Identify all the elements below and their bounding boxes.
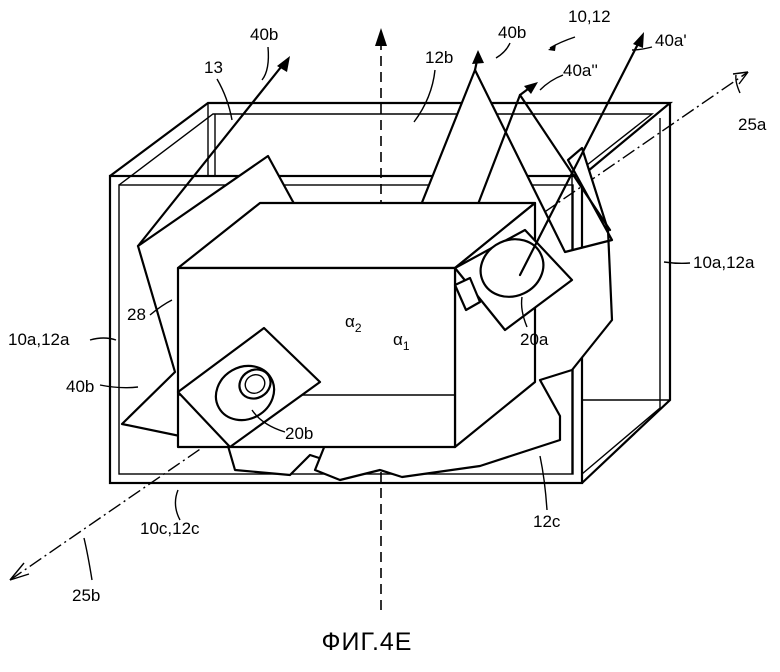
label-10a12a-right: 10a,12a (693, 253, 755, 272)
ray-40b-top (136, 60, 287, 248)
vertical-axis-arrowhead (375, 28, 387, 46)
leader-lines (83, 36, 741, 581)
label-28: 28 (127, 305, 146, 324)
label-40a-prime: 40a' (655, 31, 687, 50)
leader-10a12a-right (663, 261, 691, 265)
leader-10c12c (174, 489, 181, 521)
light-ray-arrows (136, 32, 644, 277)
leader-20a (520, 296, 528, 328)
alpha2-symbol: α (345, 312, 355, 331)
label-40b-top: 40b (250, 25, 278, 44)
label-13: 13 (204, 58, 223, 77)
leader-40a-prime (631, 46, 653, 51)
housing-top-inner (118, 113, 655, 186)
axis-25a-25b (9, 71, 749, 581)
label-20b: 20b (285, 424, 313, 443)
label-40b-left: 40b (66, 377, 94, 396)
leader-40b-left (99, 384, 139, 389)
leader-20b (251, 409, 286, 433)
leader-40b-mid (495, 42, 511, 59)
alpha1-subscript: 1 (403, 339, 410, 353)
label-10c12c: 10c,12c (140, 519, 200, 538)
housing-right-inner (581, 118, 661, 475)
figure-caption: ФИГ.4E (322, 628, 413, 656)
label-25b: 25b (72, 586, 100, 605)
sensor-lens-20a (479, 238, 545, 298)
label-alpha2: α2 (345, 312, 362, 335)
ray-40b-mid-head (472, 50, 484, 64)
ray-40a-prime (518, 38, 642, 277)
axis-25b-arrowhead (9, 562, 30, 581)
label-40a-dprime: 40a'' (563, 61, 598, 80)
leader-13 (216, 78, 233, 121)
leader-12c (539, 455, 548, 511)
label-10a12a-left: 10a,12a (8, 330, 70, 349)
housing-top-face (109, 101, 674, 177)
alpha2-subscript: 2 (355, 321, 362, 335)
leader-25b (83, 537, 93, 581)
label-40b-mid: 40b (498, 23, 526, 42)
leader-40b-top (261, 46, 270, 81)
leader-40a-dprime (539, 74, 564, 91)
central-block-28 (176, 201, 574, 449)
ray-40a-dprime-head (524, 82, 538, 94)
ray-40a-prime-head (633, 32, 644, 48)
label-12c: 12c (533, 512, 561, 531)
label-10-12: 10,12 (568, 7, 611, 26)
axis-25a-arrowhead (732, 71, 749, 85)
label-25a: 25a (738, 115, 767, 134)
leader-28 (149, 299, 173, 316)
leader-25a (735, 74, 741, 94)
alpha1-symbol: α (393, 330, 403, 349)
reference-labels: 40b 13 12b 40b 10,12 40a' 40a'' 25a 10a,… (8, 7, 767, 605)
leader-10-12-head (548, 44, 556, 51)
leader-10-12 (549, 36, 576, 49)
leader-10a12a-left (89, 337, 117, 341)
label-12b: 12b (425, 48, 453, 67)
label-20a: 20a (520, 330, 549, 349)
label-alpha1: α1 (393, 330, 410, 353)
sensor-ring-20b (244, 374, 266, 394)
ray-40b-top-head (277, 56, 290, 72)
leader-12b (413, 69, 436, 123)
sensor-connector-20a (453, 276, 482, 312)
